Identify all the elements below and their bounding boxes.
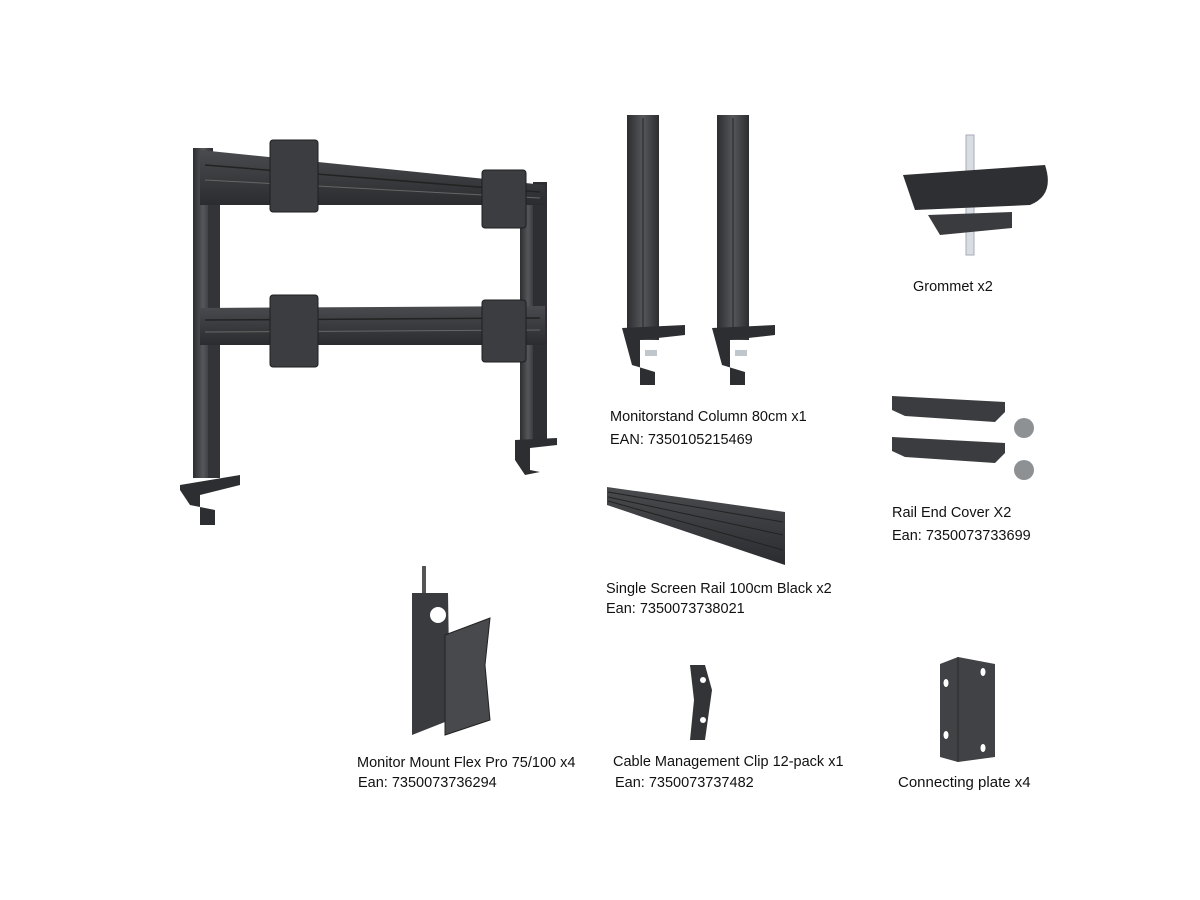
monitor-mount-label: Monitor Mount Flex Pro 75/100 x4 (357, 755, 576, 771)
rail-end-cover-ean: Ean: 7350073733699 (892, 528, 1031, 544)
screen-rail-image (607, 487, 785, 565)
monitorstand-column-image (622, 115, 775, 385)
grommet-image (903, 134, 1048, 256)
rail-end-cover-image (892, 396, 1034, 480)
column-label: Monitorstand Column 80cm x1 (610, 409, 807, 425)
cable-clip-label: Cable Management Clip 12-pack x1 (613, 754, 844, 770)
rail-label: Single Screen Rail 100cm Black x2 (606, 581, 832, 597)
connecting-plate-image (940, 657, 995, 762)
grommet-label: Grommet x2 (913, 279, 993, 295)
rail-ean: Ean: 7350073738021 (606, 601, 745, 617)
assembled-stand-image (180, 139, 557, 525)
column-ean: EAN: 7350105215469 (610, 432, 753, 448)
monitor-mount-image (412, 566, 491, 736)
cable-clip-ean: Ean: 7350073737482 (615, 775, 754, 791)
rail-end-cover-label: Rail End Cover X2 (892, 505, 1012, 521)
connecting-plate-label: Connecting plate x4 (898, 774, 1031, 791)
monitor-mount-ean: Ean: 7350073736294 (358, 775, 497, 791)
cable-clip-image (690, 665, 712, 740)
